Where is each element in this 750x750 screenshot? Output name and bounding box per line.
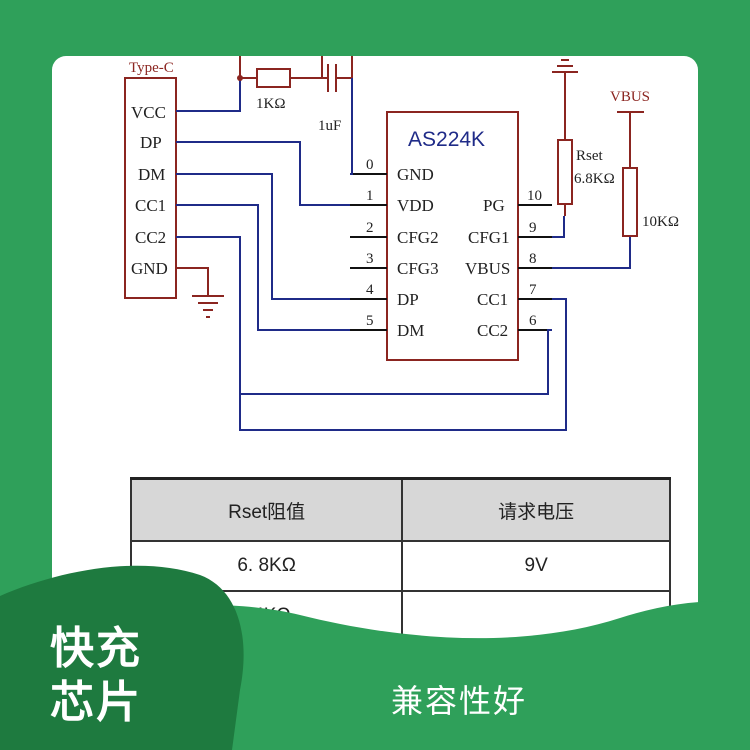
col-header-rset: Rset阻值 bbox=[129, 477, 404, 542]
vcc-wire bbox=[176, 78, 241, 112]
conn-pin-dp: DP bbox=[140, 133, 162, 152]
chip-name: AS224K bbox=[408, 128, 485, 151]
gnd-wire bbox=[176, 267, 209, 296]
rset-value: 6.8KΩ bbox=[574, 171, 615, 187]
pin-10-num: 10 bbox=[527, 188, 542, 204]
cc2-net-wire bbox=[176, 236, 552, 395]
pin-10-label: PG bbox=[483, 196, 505, 215]
pin-2-num: 2 bbox=[366, 220, 374, 236]
circuit-schematic: Type-C VCC DP DM CC1 CC2 GND 1KΩ 1uF AS2… bbox=[124, 56, 679, 431]
cap-to-gnd-pin-wire bbox=[350, 78, 353, 175]
vbus-net-wire bbox=[552, 236, 631, 269]
pin-4-num: 4 bbox=[366, 282, 374, 298]
col-header-voltage: 请求电压 bbox=[401, 477, 671, 542]
resistor-1k-label: 1KΩ bbox=[256, 96, 285, 112]
promo-title-line1: 快充 bbox=[50, 623, 142, 674]
cfg1-net-wire bbox=[552, 216, 565, 238]
cell-voltage: 9V bbox=[401, 540, 671, 592]
pin-7-label: CC1 bbox=[477, 290, 508, 309]
pin-0-num: 0 bbox=[366, 157, 374, 173]
pin-3-label: CFG3 bbox=[397, 259, 439, 278]
conn-pin-gnd: GND bbox=[131, 259, 168, 278]
conn-pin-dm: DM bbox=[138, 165, 165, 184]
vbus-label: VBUS bbox=[610, 89, 650, 105]
conn-pin-cc1: CC1 bbox=[135, 196, 166, 215]
resistor-10k-label: 10KΩ bbox=[642, 214, 679, 230]
pin-6-num: 6 bbox=[529, 313, 537, 329]
promo-tagline: 兼容性好 bbox=[391, 682, 528, 720]
cc1-to-dm-wire bbox=[176, 204, 350, 331]
connector-title: Type-C bbox=[129, 60, 174, 76]
pin-5-label: DM bbox=[397, 321, 424, 340]
pin-9-num: 9 bbox=[529, 220, 537, 236]
ground-icon bbox=[192, 295, 224, 318]
pin-1-num: 1 bbox=[366, 188, 374, 204]
dp-to-vdd-wire bbox=[176, 141, 350, 206]
resistor-10k bbox=[622, 167, 638, 237]
ground-icon-top bbox=[552, 59, 578, 140]
type-c-connector bbox=[124, 77, 177, 299]
wave-dark-corner bbox=[0, 565, 244, 750]
pin-5-num: 5 bbox=[366, 313, 374, 329]
pin-4-label: DP bbox=[397, 290, 419, 309]
pin-0-label: GND bbox=[397, 165, 434, 184]
dm-to-dp-wire bbox=[176, 173, 350, 300]
pin-8-num: 8 bbox=[529, 251, 537, 267]
pin-9-label: CFG1 bbox=[468, 228, 510, 247]
promo-title-line2: 芯片 bbox=[50, 677, 142, 728]
pin-3-num: 3 bbox=[366, 251, 374, 267]
rset-name: Rset bbox=[576, 148, 604, 164]
capacitor-label: 1uF bbox=[318, 118, 341, 134]
pin-7-num: 7 bbox=[529, 282, 537, 298]
conn-pin-vcc: VCC bbox=[131, 103, 166, 122]
pin-2-label: CFG2 bbox=[397, 228, 439, 247]
conn-pin-cc2: CC2 bbox=[135, 228, 166, 247]
pin-8-label: VBUS bbox=[465, 259, 510, 278]
pin-1-label: VDD bbox=[397, 196, 434, 215]
pin-6-label: CC2 bbox=[477, 321, 508, 340]
